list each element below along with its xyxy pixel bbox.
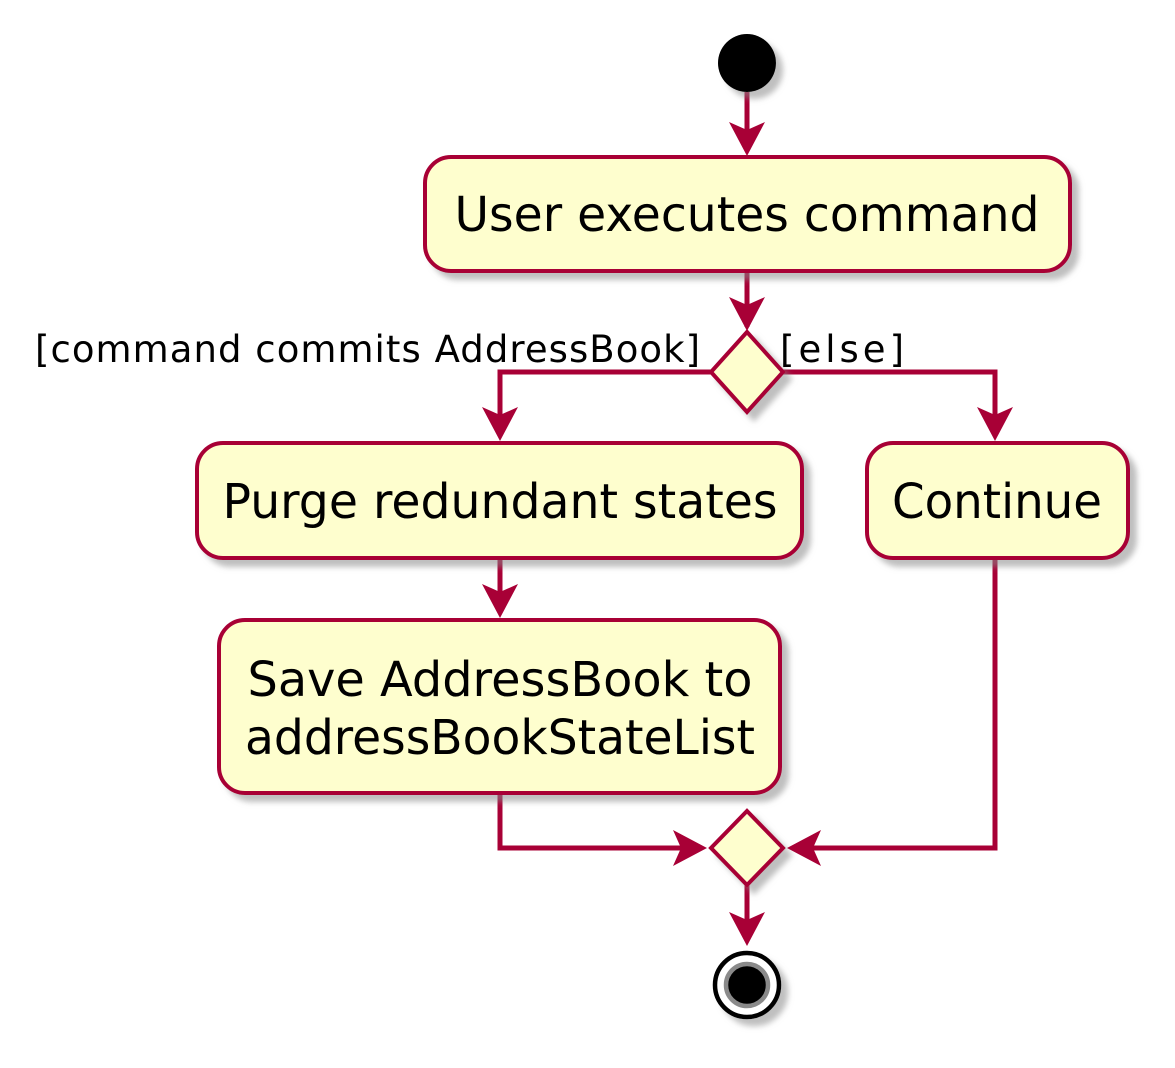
activity-purge-redundant-states [195,441,804,560]
edge-continue-to-merge [793,558,998,851]
arrowheads [482,122,1013,946]
decision-guard-right-label: [else] [780,328,904,371]
activity-continue-label: Continue [892,474,1102,530]
merge-diamond [708,808,786,888]
arrowhead-into-continue [977,407,1013,441]
decision-diamond [708,329,786,415]
decision-guard-left-label: [command commits AddressBook] [35,328,700,371]
flow-edges [497,92,998,940]
start-node [718,34,776,92]
activity-purge-redundant-states-label: Purge redundant states [223,474,778,530]
edge-decision-to-purge-states [497,369,711,436]
edge-save-to-merge [497,793,698,851]
edge-decision-to-continue [783,369,998,436]
activity-user-executes-command [423,155,1072,273]
arrowhead-into-user-executes [729,122,765,156]
activity-save-addressbook-label-line1: Save AddressBook to [248,652,753,708]
arrowhead-into-merge-right [787,830,821,866]
activity-save-addressbook-label-line2: addressBookStateList [245,710,755,766]
activity-user-executes-command-label: User executes command [455,187,1040,243]
activity-save-addressbook [217,618,782,795]
arrowhead-into-purge-states [482,407,518,441]
arrowhead-into-decision [729,297,765,331]
activity-continue [865,441,1130,560]
arrowhead-into-save-addressbook [482,584,518,618]
arrowhead-into-merge-left [673,830,707,866]
end-node-inner-dot [723,961,771,1009]
arrowhead-into-end [729,912,765,946]
